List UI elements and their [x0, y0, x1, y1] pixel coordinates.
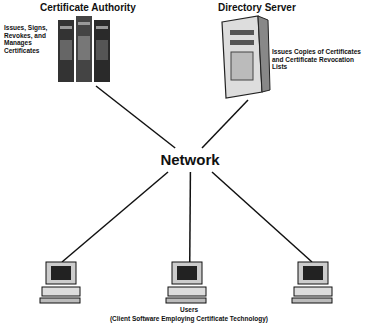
network-line: [62, 172, 168, 262]
node-heading: Certificate Authority: [40, 2, 136, 13]
network-label: Network: [140, 151, 240, 168]
server-tower: [222, 16, 270, 98]
network-line: [96, 86, 175, 148]
network-line: [189, 172, 191, 262]
network-line: [212, 172, 312, 262]
network-line: [202, 100, 248, 148]
network-node: Network: [140, 148, 241, 172]
users-node: Users(Client Software Employing Certific…: [98, 262, 281, 330]
computer-middle: [166, 262, 206, 303]
users-caption: (Client Software Employing Certificate T…: [98, 315, 280, 323]
server-rack: [58, 16, 110, 82]
server-node: Directory ServerIssues Copies of Certifi…: [206, 2, 372, 102]
node-heading: Directory Server: [218, 2, 296, 13]
computer-right: [292, 262, 332, 303]
node-description: Issues Copies of Certificates and Certif…: [272, 48, 370, 71]
users-label: Users: [98, 306, 280, 314]
computer-left: [40, 262, 80, 303]
node-description: Issues, Signs, Revokes, and Manages Cert…: [4, 24, 58, 54]
authority-node: Certificate AuthorityIssues, Signs, Revo…: [4, 2, 142, 86]
